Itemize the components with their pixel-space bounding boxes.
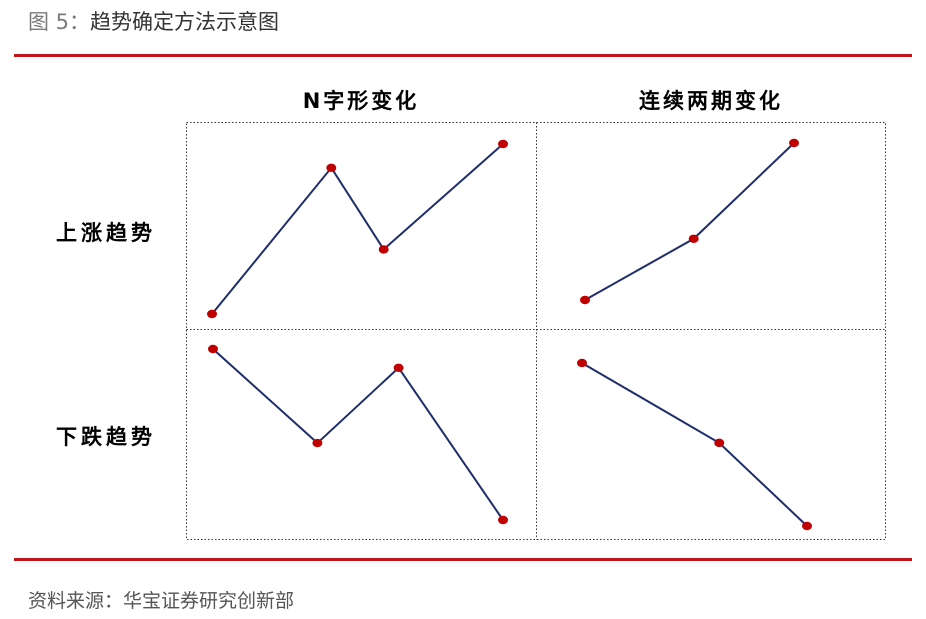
figure-title: 图 5：趋势确定方法示意图 [28,6,279,36]
trend-line [584,142,795,301]
cell-two-period-uptrend [580,138,799,305]
column-header-two-period: 连续两期变化 [639,89,783,113]
row-label-downtrend: 下跌趋势 [56,425,156,449]
trend-line [211,143,504,315]
top-rule [14,54,912,57]
trend-line [212,348,504,521]
trend-point-2 [688,234,699,243]
figure-number: 图 5： [28,10,91,34]
trend-point-4 [498,139,508,149]
cell-n-shape-downtrend [208,344,508,525]
bottom-rule [14,558,912,561]
trend-point-1 [207,309,217,319]
grid-border [186,122,886,540]
cell-two-period-downtrend [577,358,812,531]
diagram-grid [186,122,886,540]
trend-point-1 [577,358,587,368]
trend-point-3 [393,363,404,373]
trend-point-3 [802,521,812,531]
trend-point-4 [498,515,508,525]
source-note: 资料来源：华宝证券研究创新部 [28,590,295,612]
trend-point-2 [312,438,323,448]
trend-point-1 [208,344,218,354]
column-header-n-shape: N字形变化 [302,89,420,113]
trend-point-2 [714,438,725,448]
trend-point-2 [326,163,337,172]
row-label-uptrend: 上涨趋势 [56,221,156,245]
figure-title-text: 趋势确定方法示意图 [90,10,280,34]
trend-point-3 [378,245,389,254]
cell-n-shape-uptrend [207,139,508,319]
trend-line [581,362,808,527]
trend-point-1 [580,295,590,305]
trend-point-3 [789,138,799,148]
